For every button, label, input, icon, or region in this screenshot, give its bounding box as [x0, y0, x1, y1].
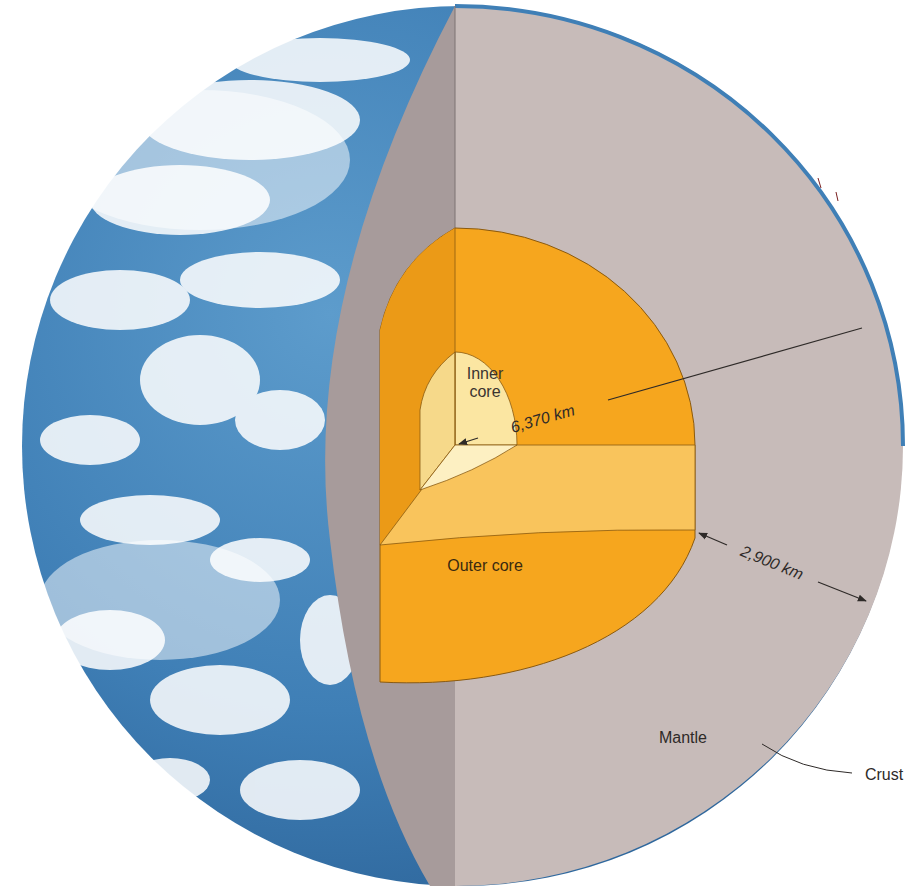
thickness-arrow-start [699, 533, 727, 545]
part-label: Crust [865, 766, 903, 784]
radius-arrow-tip [459, 438, 478, 444]
thickness-arrow-end [818, 582, 866, 601]
cloud-haze [40, 90, 350, 660]
dimension-label: 6,370 km [509, 401, 577, 437]
inner-core-plane [420, 445, 517, 490]
part-label: Inner core [460, 365, 510, 402]
part-label: Outer core [447, 557, 523, 575]
mantle-left-face [325, 6, 455, 886]
rim-ticks [818, 178, 838, 201]
core-cut-edge [455, 228, 456, 445]
part-label: Mantle [659, 729, 707, 747]
cut-edge [455, 6, 456, 228]
globe [22, 6, 902, 886]
outer-core [380, 228, 695, 683]
inner-core [455, 352, 517, 445]
crust-leader [762, 744, 852, 773]
dimension-label: 2,900 km [738, 542, 806, 584]
radius-arrow-line [608, 328, 862, 400]
